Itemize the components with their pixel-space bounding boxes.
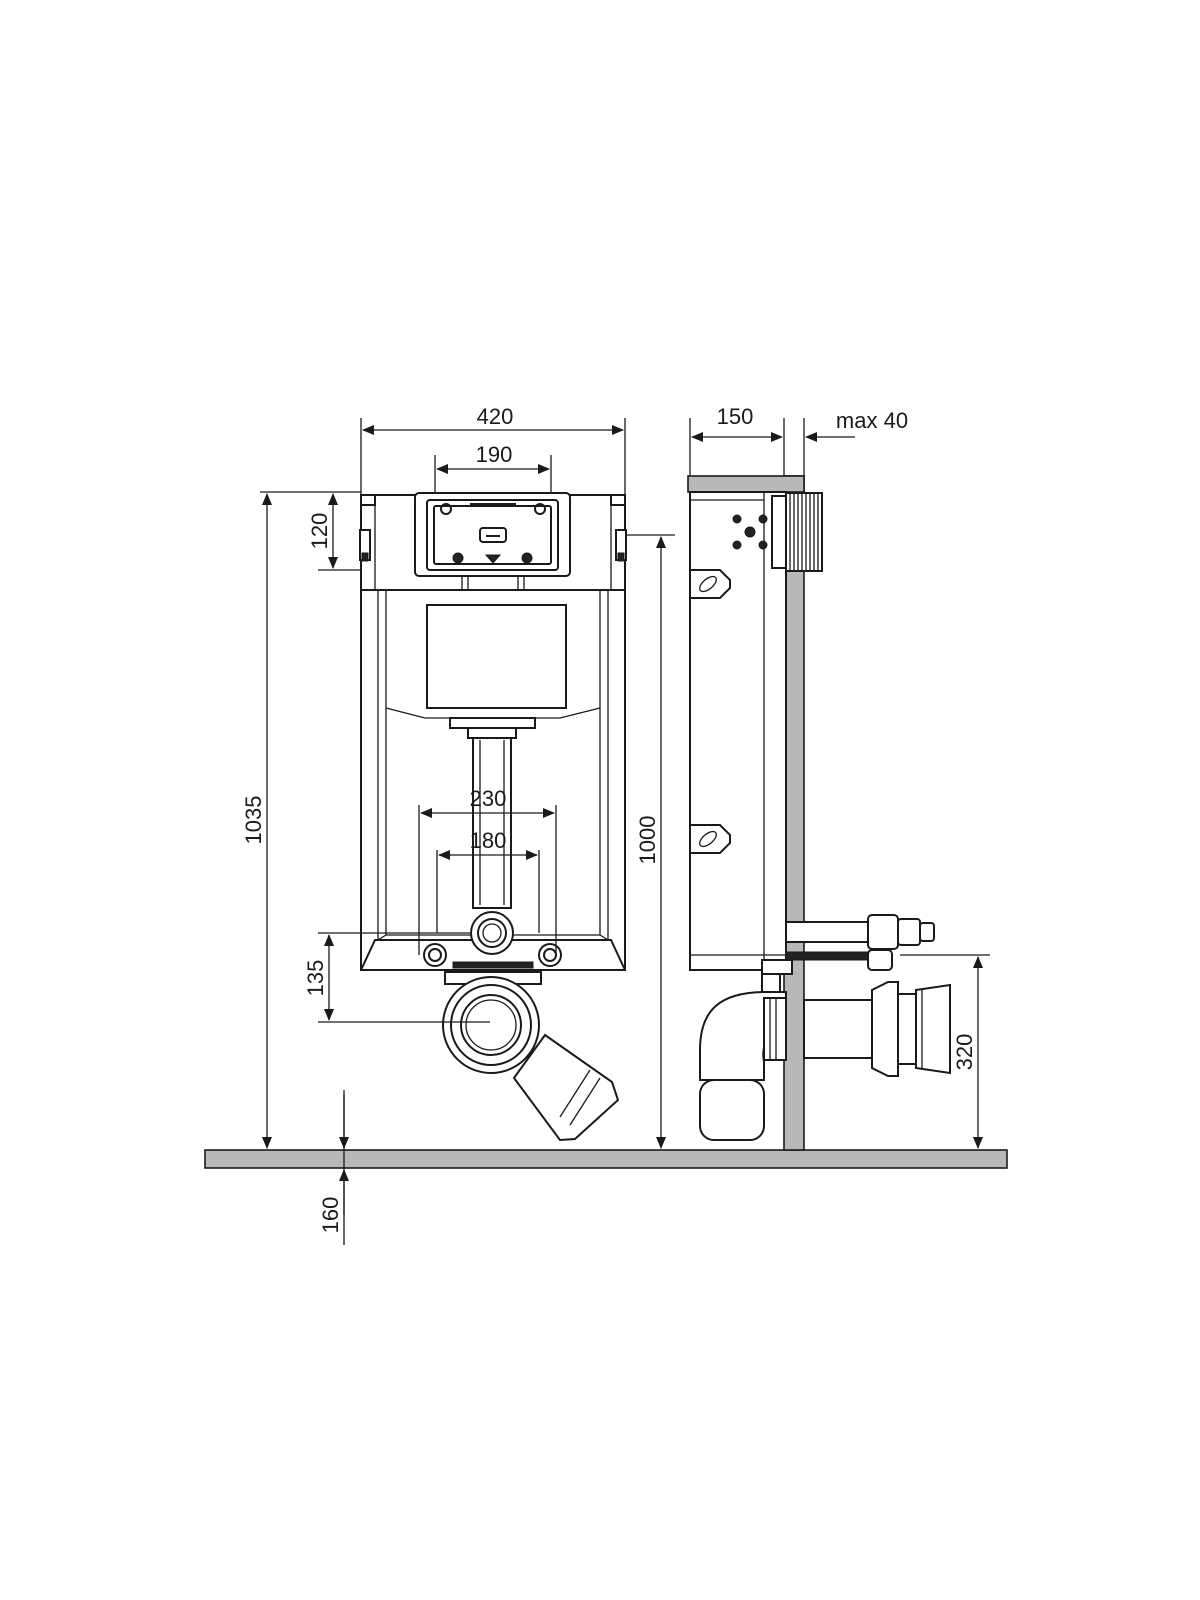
dim-outer-spacing: 230	[470, 786, 507, 811]
dim-outlet-height: 320	[952, 1034, 977, 1071]
front-view	[359, 492, 627, 1142]
dim-drain-offset: 135	[303, 960, 328, 997]
flush-pipe	[472, 737, 512, 909]
dim-floor-offset: 160	[318, 1197, 343, 1234]
flush-rod	[785, 951, 869, 961]
dim-plate-height: 120	[307, 513, 332, 550]
dim-wall-max: max 40	[836, 408, 908, 433]
dim-plate-width: 190	[476, 442, 513, 467]
dim-frame-width: 420	[477, 404, 514, 429]
drain-elbow	[512, 1033, 620, 1142]
fixing-cross-icon	[732, 514, 768, 550]
dim-total-height: 1035	[241, 796, 266, 845]
dimension-lines	[260, 418, 990, 1245]
dimension-labels: 420 190 120 1035 1000 230 180 135 160 15…	[241, 404, 977, 1233]
drain-pipe	[803, 999, 885, 1059]
dim-frame-height: 1000	[635, 816, 660, 865]
dim-depth: 150	[717, 404, 754, 429]
wall-plate-connector	[785, 492, 823, 572]
dim-inner-spacing: 180	[470, 828, 507, 853]
floor-slab	[204, 1149, 1008, 1169]
cistern-panel	[426, 604, 567, 709]
wall-top-cap	[687, 475, 805, 493]
side-view	[687, 475, 951, 1151]
